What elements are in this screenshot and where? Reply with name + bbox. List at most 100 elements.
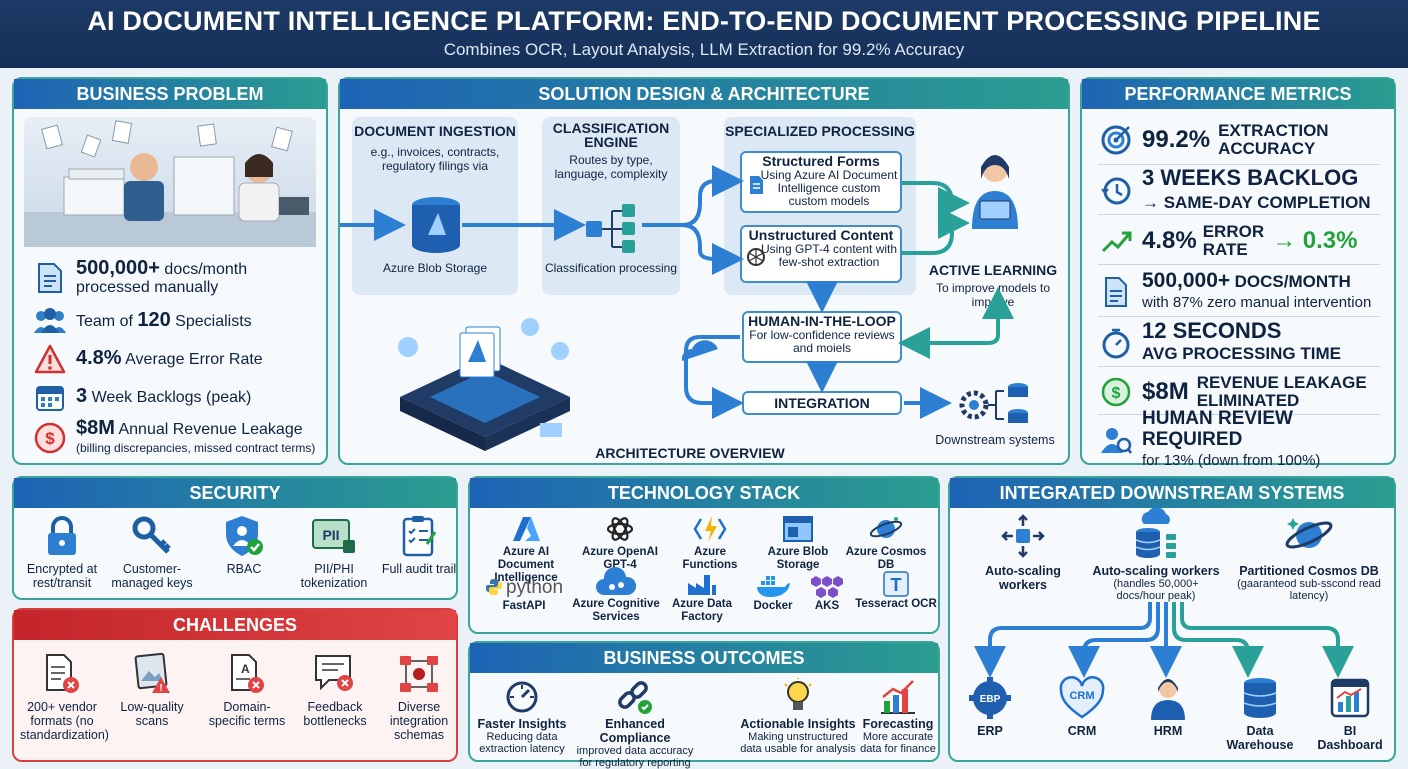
tech-tesseract: T Tesseract OCR xyxy=(854,570,938,611)
platform-illustration xyxy=(398,318,570,451)
shield-user-icon xyxy=(204,514,284,558)
page-header: AI DOCUMENT INTELLIGENCE PLATFORM: END-T… xyxy=(0,0,1408,68)
architecture-panel: SOLUTION DESIGN & ARCHITECTURE DOCUMENT … xyxy=(338,77,1070,465)
unstructured-content-card: Unstructured Content Using GPT-4 content… xyxy=(740,225,902,283)
downstream-cosmos: Partitioned Cosmos DB (gaaranteod sub-ss… xyxy=(1236,510,1382,602)
team-icon xyxy=(32,305,68,337)
doc-x-icon xyxy=(20,652,104,696)
svg-text:CRM: CRM xyxy=(1069,690,1094,702)
metrics-title: PERFORMANCE METRICS xyxy=(1082,79,1394,109)
cloud-node-icon xyxy=(681,340,718,361)
outcome-actionable: Actionable Insights Making unstructured … xyxy=(736,677,860,755)
tech-functions: Azure Functions xyxy=(668,512,752,572)
datafactory-icon xyxy=(660,570,744,598)
openai-icon xyxy=(578,512,662,546)
page-title: AI DOCUMENT INTELLIGENCE PLATFORM: END-T… xyxy=(87,6,1321,36)
downstream-panel: INTEGRATED DOWNSTREAM SYSTEMS Auto-scali… xyxy=(948,476,1396,762)
challenge-terms: A Domain-specific terms xyxy=(204,652,290,728)
bp-backlog-row: 3 Week Backlogs (peak) xyxy=(32,381,251,413)
security-encryption: Encrypted at rest/transit xyxy=(20,514,104,590)
architecture-title: SOLUTION DESIGN & ARCHITECTURE xyxy=(340,79,1068,109)
outcome-forecasting: Forecasting More accurate data for finan… xyxy=(856,677,940,755)
dollar-icon: $ xyxy=(1098,374,1134,410)
planet-icon xyxy=(1236,510,1382,560)
challenge-schemas: Diverse integration schemas xyxy=(380,652,458,742)
blob-storage-icon xyxy=(412,197,460,253)
reviewer-icon xyxy=(972,155,1018,229)
crm-icon: CRM xyxy=(1050,676,1114,720)
challenge-scans: ! Low-quality scans xyxy=(112,652,192,728)
classification-box: CLASSIFICATION ENGINE Routes by type, la… xyxy=(542,117,680,295)
cognitive-icon xyxy=(572,566,660,598)
svg-text:!: ! xyxy=(159,683,162,694)
stopwatch-icon xyxy=(1098,325,1134,361)
target-icon xyxy=(1098,122,1134,158)
tech-openai: Azure OpenAI GPT-4 xyxy=(578,512,662,572)
structured-forms-card: Structured Forms Using Azure AI Document… xyxy=(740,151,902,213)
network-icon xyxy=(380,652,458,696)
ingestion-box: DOCUMENT INGESTION e.g., invoices, contr… xyxy=(352,117,518,295)
flow-arrows xyxy=(340,165,1014,419)
dashboard-icon xyxy=(1310,676,1390,720)
target-dashboard: BI Dashboard xyxy=(1310,676,1390,752)
svg-text:A: A xyxy=(241,662,250,676)
document-icon xyxy=(1098,274,1134,310)
downstream-autoscale: Auto-scaling workers xyxy=(968,512,1078,592)
bulb-icon xyxy=(736,677,860,717)
overwhelmed-workers-illustration xyxy=(24,117,316,247)
challenges-title: CHALLENGES xyxy=(14,610,456,640)
tesseract-icon: T xyxy=(854,570,938,598)
business-problem-title: BUSINESS PROBLEM xyxy=(14,79,326,109)
trend-icon xyxy=(1098,223,1134,259)
docker-icon xyxy=(740,574,806,600)
business-problem-panel: BUSINESS PROBLEM 500,000+ docs xyxy=(12,77,328,465)
azure-icon xyxy=(474,512,578,546)
chat-x-icon xyxy=(296,652,374,696)
fanout-arrows xyxy=(974,602,1354,678)
tech-stack-panel: TECHNOLOGY STACK Azure AI Document Intel… xyxy=(468,476,940,634)
tech-blob: Azure Blob Storage xyxy=(756,512,840,572)
cosmos-icon xyxy=(844,512,928,546)
target-warehouse: Data Warehouse xyxy=(1220,676,1300,752)
target-hrm: HRM xyxy=(1138,676,1198,738)
tech-doc-intel: Azure AI Document Intelligence xyxy=(474,512,578,585)
active-learning-title: ACTIVE LEARNING xyxy=(928,262,1058,278)
outcomes-panel: BUSINESS OUTCOMES Faster Insights Reduci… xyxy=(468,641,940,769)
form-icon xyxy=(750,176,763,194)
aks-icon xyxy=(802,574,852,600)
svg-text:PII: PII xyxy=(322,527,339,543)
clipboard-icon xyxy=(380,514,458,558)
svg-text:$: $ xyxy=(45,429,55,448)
functions-icon xyxy=(668,512,752,546)
bp-error-row: 4.8% Average Error Rate xyxy=(32,343,263,375)
db-cloud-icon xyxy=(1090,507,1222,560)
tech-docker: Docker xyxy=(740,574,806,613)
document-icon xyxy=(32,262,68,294)
downstream-label: Downstream systems xyxy=(935,433,1055,447)
chart-icon xyxy=(856,677,940,717)
money-icon: $ xyxy=(32,422,68,454)
clock-history-icon xyxy=(1098,173,1134,209)
tech-aks: AKS xyxy=(802,574,852,613)
security-keys: Customer-managed keys xyxy=(108,514,196,590)
security-title: SECURITY xyxy=(14,478,456,508)
tech-cognitive: Azure Cognitive Services xyxy=(572,566,660,624)
bp-leakage-row: $ $8M Annual Revenue Leakage(billing dis… xyxy=(32,418,315,457)
tech-fastapi: python FastAPI xyxy=(476,574,572,613)
outcome-compliance: Enhanced Compliance improved data accura… xyxy=(570,677,700,769)
reviewer-icon xyxy=(1098,422,1134,458)
tech-datafactory: Azure Data Factory xyxy=(660,570,744,624)
blob-icon xyxy=(756,512,840,546)
bp-team-row: Team of 120 Specialists xyxy=(32,305,252,337)
tech-cosmos: Azure Cosmos DB xyxy=(844,512,928,572)
security-pii: PII PII/PHI tokenization xyxy=(290,514,378,590)
hrm-icon xyxy=(1138,676,1198,720)
openai-icon xyxy=(747,248,765,266)
